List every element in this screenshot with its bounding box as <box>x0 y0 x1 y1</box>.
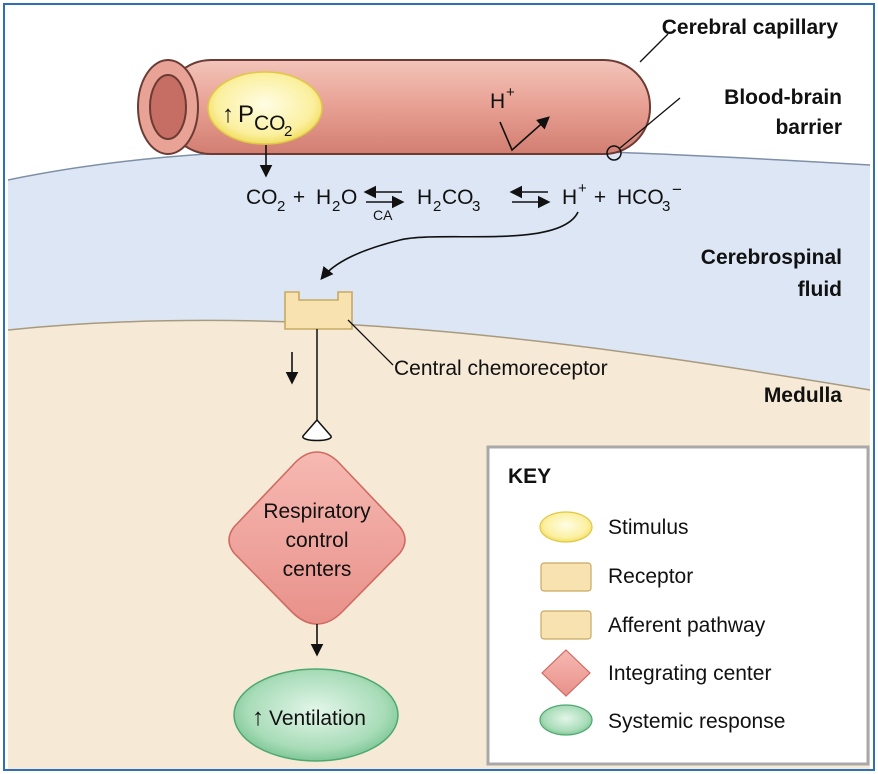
svg-text:HCO: HCO <box>617 186 664 209</box>
carbonic-acid-reaction: CO 2 + H 2 O CA H 2 CO 3 H + + HCO 3 − <box>246 180 682 223</box>
capillary-leader-line <box>639 33 669 63</box>
key-receptor-label: Receptor <box>608 565 693 588</box>
svg-text:−: − <box>672 180 682 199</box>
key-integrating-label: Integrating center <box>608 662 771 685</box>
blood-brain-barrier-label-2: barrier <box>775 116 842 139</box>
svg-text:Ventilation: Ventilation <box>269 707 366 730</box>
csf-region <box>8 147 870 390</box>
svg-text:2: 2 <box>332 198 340 215</box>
svg-text:CO: CO <box>442 186 474 209</box>
csf-label: Cerebrospinal <box>701 246 842 269</box>
key-title: KEY <box>508 465 551 488</box>
svg-text:control: control <box>285 529 348 552</box>
key-receptor-swatch <box>540 562 592 592</box>
svg-text:Respiratory: Respiratory <box>263 500 371 523</box>
frame-border <box>3 3 875 771</box>
barrier-marker <box>606 145 622 161</box>
svg-text:H: H <box>417 186 432 209</box>
nerve-terminal <box>302 418 332 442</box>
svg-text:2: 2 <box>433 198 441 215</box>
svg-text:CO: CO <box>254 112 286 135</box>
barrier-leader-line <box>619 97 681 149</box>
key-stimulus-label: Stimulus <box>608 516 689 539</box>
up-arrow-icon-ventilation: ↑ <box>252 704 264 731</box>
svg-text:+: + <box>588 186 612 209</box>
key-response-swatch <box>539 704 593 736</box>
svg-text:3: 3 <box>472 198 480 215</box>
svg-text:+: + <box>578 180 587 197</box>
svg-text:+: + <box>506 84 515 101</box>
svg-text:H: H <box>316 186 331 209</box>
h-ion-to-receptor-arrow <box>320 211 579 280</box>
receptor-leader-line <box>347 319 394 366</box>
central-chemoreceptor <box>284 291 353 330</box>
svg-text:3: 3 <box>662 198 670 215</box>
csf-label-2: fluid <box>798 278 842 301</box>
svg-text:+: + <box>287 186 311 209</box>
svg-text:H: H <box>562 186 577 209</box>
key-afferent-swatch <box>540 610 592 640</box>
key-integrating-swatch <box>541 649 591 697</box>
svg-text:O: O <box>341 186 357 209</box>
capillary-h-ion: H + <box>490 84 550 152</box>
svg-text:2: 2 <box>277 198 285 215</box>
svg-text:H: H <box>490 90 505 113</box>
central-chemoreceptor-label: Central chemoreceptor <box>394 357 608 380</box>
blood-brain-barrier-label: Blood-brain <box>724 86 842 109</box>
medulla-label: Medulla <box>764 384 842 407</box>
key-afferent-label: Afferent pathway <box>608 614 766 637</box>
svg-text:CO: CO <box>246 186 278 209</box>
svg-text:2: 2 <box>284 123 292 140</box>
cerebral-capillary-label: Cerebral capillary <box>662 16 839 39</box>
up-arrow-icon: ↑ <box>222 101 234 128</box>
stimulus-pco2: ↑ P CO 2 <box>207 71 323 145</box>
respiratory-control-centers: Respiratory control centers <box>228 451 406 625</box>
svg-text:CA: CA <box>373 207 393 223</box>
csf-medulla-boundary <box>7 319 871 391</box>
svg-text:centers: centers <box>283 558 352 581</box>
key-legend: KEY Stimulus Receptor Afferent pathway I… <box>486 445 870 766</box>
key-response-label: Systemic response <box>608 710 785 733</box>
svg-text:P: P <box>238 101 254 128</box>
ventilation-response: ↑ Ventilation <box>233 668 399 762</box>
key-stimulus-swatch <box>539 511 593 543</box>
